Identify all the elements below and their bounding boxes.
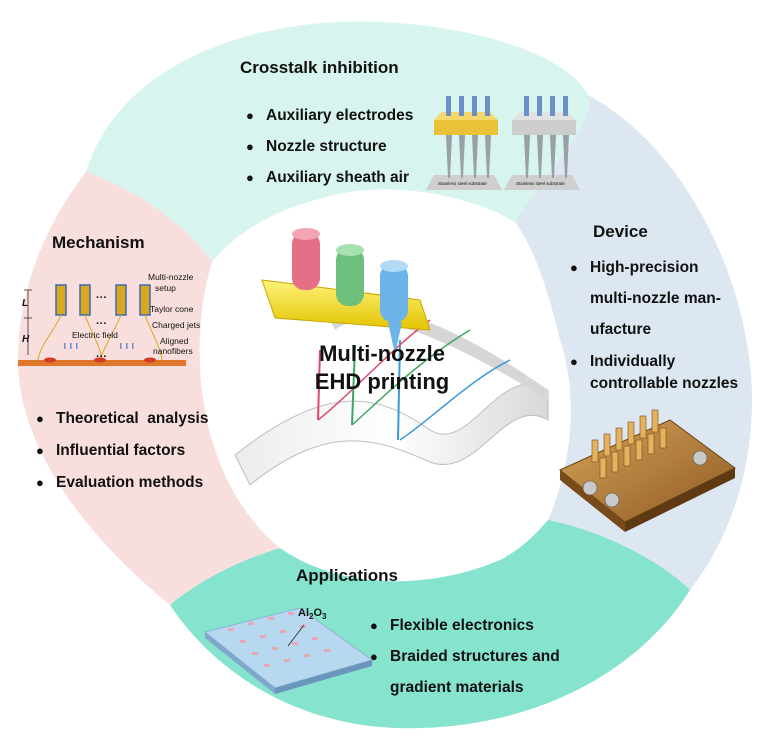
mechanism-label-nanofibers: nanofibers [153,346,193,356]
mechanism-dots: ··· [96,292,107,304]
device-item-line: Individually [590,353,676,370]
crosstalk-item: Auxiliary electrodes [246,100,413,131]
applications-material-label: Al2O3 [298,607,326,621]
material-o: O [313,607,323,619]
crosstalk-substrate-label: Stainless steel substrate [516,181,565,186]
device-image [559,409,736,532]
crosstalk-item: Nozzle structure [246,131,413,162]
device-item-line: ufacture [590,321,652,338]
material-al: Al [298,607,309,619]
mechanism-label-charged-jets: Charged jets [152,320,201,330]
mechanism-label-setup: Multi-nozzle [148,272,194,282]
mechanism-item: Evaluation methods [36,467,209,499]
applications-image [203,607,374,694]
applications-item-line: Braided structures and [390,648,560,665]
mechanism-title: Mechanism [52,233,145,252]
mechanism-item-text: Theoretical analysis [56,410,209,427]
applications-list: Flexible electronics Braided structures … [370,610,560,703]
center-title-line: EHD printing [314,369,450,394]
crosstalk-title: Crosstalk inhibition [240,58,399,77]
mechanism-label-H: H [22,334,30,345]
mechanism-item: Theoretical analysis [36,403,209,435]
device-item-line: High-precision [590,259,699,276]
device-item-individually-controllable: Individually controllable nozzles [570,351,738,395]
device-item-line: multi-nozzle man- [590,290,721,307]
mechanism-label-L: L [22,298,29,309]
applications-item: Braided structures and gradient material… [370,641,560,703]
mechanism-list: Theoretical analysis Influential factors… [36,403,209,499]
crosstalk-image-electrodes [426,96,502,190]
mechanism-label-aligned: Aligned [160,336,189,346]
device-title: Device [593,222,648,241]
device-item-line: controllable nozzles [590,375,739,392]
applications-title: Applications [296,566,399,585]
center-title-line: Multi-nozzle [319,341,445,366]
material-sub: 2 [309,612,314,622]
applications-item: Flexible electronics [370,610,560,641]
applications-item-line: gradient materials [390,679,524,696]
mechanism-label-setup: setup [155,283,176,293]
mechanism-dots: ··· [96,318,107,330]
mechanism-diagram [18,284,186,366]
device-item-high-precision: High-precision multi-nozzle man- ufactur… [570,252,738,345]
mechanism-dots: ··· [96,351,107,363]
mechanism-label-electric-field: Electric field [72,330,118,340]
crosstalk-image-nozzle [504,96,580,190]
crosstalk-substrate-label: Stainless steel substrate [438,181,487,186]
mechanism-label-taylor-cone: Taylor cone [150,304,194,314]
crosstalk-item: Auxiliary sheath air [246,162,413,193]
material-sub: 3 [322,612,327,622]
device-list: High-precision multi-nozzle man- ufactur… [570,252,738,395]
central-printer-illustration [234,228,549,486]
mechanism-item: Influential factors [36,435,209,467]
crosstalk-list: Auxiliary electrodes Nozzle structure Au… [246,100,413,193]
center-title: Multi-nozzle EHD printing [262,340,502,396]
